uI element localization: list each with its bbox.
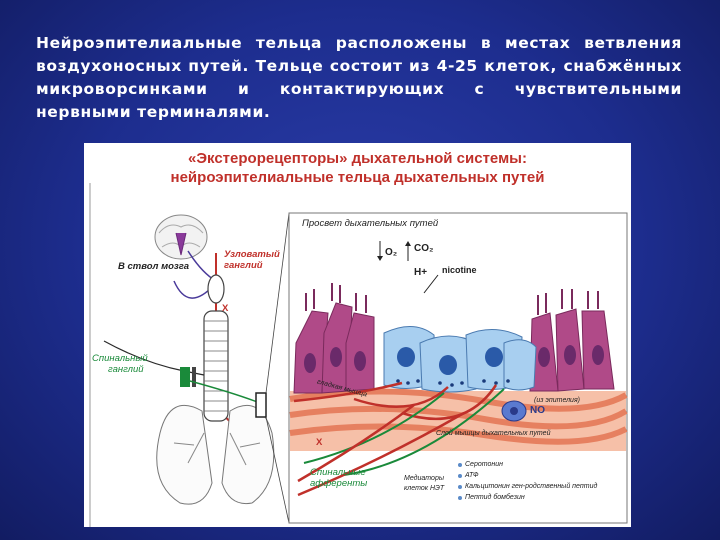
figure-title-line1: «Экстерорецепторы» дыхательной системы: [188, 150, 527, 167]
label-spinal-afferents-2: афференты [310, 478, 368, 489]
label-nicotine: nicotine [442, 265, 477, 275]
label-h-plus: H+ [414, 267, 428, 278]
mediator-bullets [458, 463, 462, 500]
spinal-afferent-fibers [303, 388, 505, 476]
magnify-box [255, 392, 267, 418]
brain-icon [154, 214, 208, 260]
label-from-epithelium: (из эпителия) [534, 397, 581, 404]
mediator-item: Пептид бомбезин [465, 494, 525, 501]
label-mediators-1: Медиаторы [404, 475, 444, 482]
figure-title-line2: нейроэпителиальные тельца дыхательных пу… [170, 169, 545, 186]
zoom-line-bottom [265, 416, 290, 524]
zoom-line-top [265, 212, 290, 394]
label-airway-lumen: Просвет дыхательных путей [302, 218, 439, 229]
label-no: NO [530, 405, 545, 416]
label-co2: CO₂ [414, 243, 434, 254]
mediator-item: Серотонин [465, 461, 503, 468]
vagal-afferent-fibers [293, 381, 498, 421]
mediator-item: АТФ [465, 472, 479, 479]
spinal-afferent-green-line [189, 380, 261, 404]
label-nodose-ganglion-2: ганглий [224, 260, 263, 271]
label-x-upper: X [222, 303, 229, 314]
label-spinal-ganglion-1: Спинальный [92, 353, 148, 364]
efferent-fibers [297, 404, 465, 497]
label-o2: O₂ [385, 247, 398, 258]
spinal-ganglion-icon [180, 367, 196, 387]
neb-cells [383, 326, 537, 393]
figure-title: «Экстерорецепторы» дыхательной системы: … [84, 149, 631, 187]
slide-paragraph: Нейроэпителиальные тельца расположены в … [36, 34, 682, 121]
label-nodose-ganglion-1: Узловатый [224, 249, 280, 260]
diagram-drawing [89, 183, 628, 527]
label-brainstem: В ствол мозга [118, 261, 189, 272]
label-smooth-muscle: Слой мышцы дыхательных путей [436, 430, 551, 437]
diagram-figure: «Экстерорецепторы» дыхательной системы: … [84, 143, 631, 527]
mediator-item: Кальцитонин ген-родственный пептид [465, 483, 598, 490]
no-cell-icon [501, 400, 527, 422]
h-plus-arrow [423, 274, 439, 294]
label-spinal-ganglion-2: ганглий [108, 364, 144, 375]
label-spinal-afferents-1: Спинальные [310, 467, 366, 478]
label-mediators-2: клеток НЭТ [404, 485, 445, 492]
trachea-icon [203, 274, 229, 422]
label-net: НЭТ [426, 303, 449, 315]
epithelial-cells [293, 283, 615, 394]
label-x-lower: X [316, 437, 323, 448]
